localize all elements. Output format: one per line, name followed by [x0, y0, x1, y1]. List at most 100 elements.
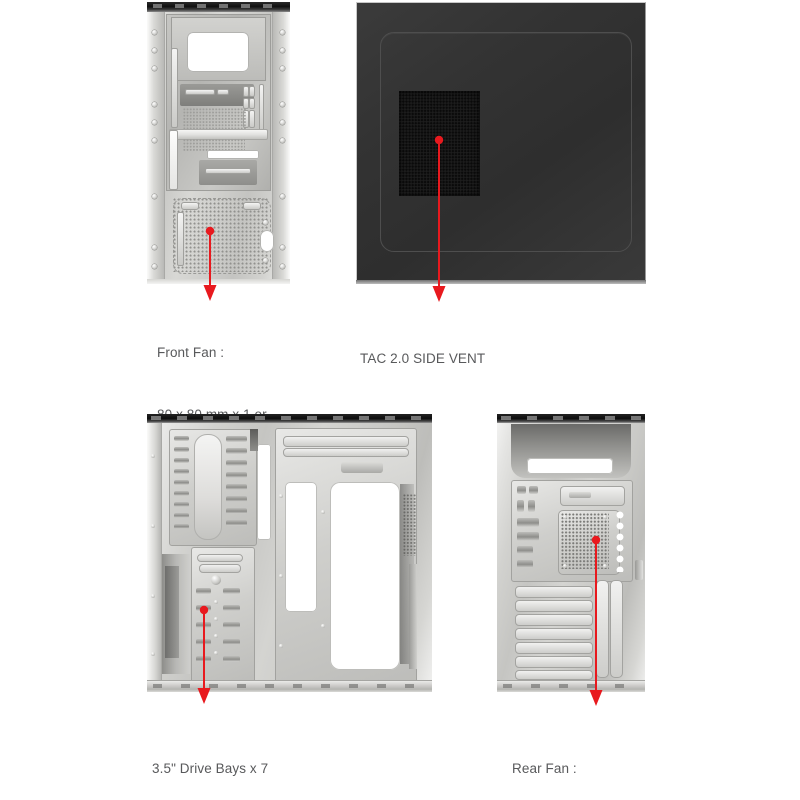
hdd-bay-slot — [196, 622, 211, 628]
expansion-slot-cover — [515, 670, 593, 680]
tray-cable-cutout — [285, 482, 317, 612]
hdd-bay-thumb-hole — [211, 575, 221, 585]
callout-tac-side-vent-line-1: TAC 2.0 SIDE VENT — [360, 351, 486, 366]
hdd-bay-rail — [199, 564, 241, 573]
fan-mount-tab — [243, 202, 261, 210]
chassis-top-rail — [147, 414, 432, 423]
cage-louver — [226, 472, 247, 478]
chassis-bottom-rail — [497, 680, 645, 692]
callout-drive-bays: 3.5" Drive Bays x 7 (External x 2 / Inte… — [152, 718, 313, 800]
cable-channel — [171, 48, 178, 128]
tac-side-vent-mesh — [399, 91, 480, 196]
tray-handle-tab — [341, 462, 383, 473]
chassis-top-rail — [497, 414, 645, 423]
front-panel-recess-inner — [165, 566, 179, 658]
chassis-right-column — [272, 12, 290, 280]
io-connector — [517, 560, 533, 568]
rivet — [151, 454, 155, 458]
hdd-bay-slot — [223, 605, 240, 611]
cage-louver — [226, 448, 247, 454]
callout-drive-bays-line-1: 3.5" Drive Bays x 7 — [152, 761, 269, 776]
callout-front-fan-line-1: Front Fan : — [157, 345, 225, 360]
tray-top-rail-2 — [283, 448, 409, 457]
hdd-bay-slot — [196, 656, 211, 662]
rivet — [214, 617, 218, 621]
hdd-bay-slot — [223, 622, 240, 628]
fan-screw — [563, 515, 567, 519]
optical-bay-cutout — [207, 150, 259, 159]
cage-louver — [226, 520, 247, 526]
rivet — [152, 48, 157, 53]
callout-tac-side-vent: TAC 2.0 SIDE VENT — [360, 308, 485, 411]
io-shield-tab — [569, 492, 591, 498]
fan-screw — [603, 515, 607, 519]
front-fan-mesh-plate — [173, 198, 269, 272]
leader-arrowhead — [203, 285, 217, 301]
cage-louver — [174, 447, 189, 452]
cage-louver — [174, 502, 189, 507]
rear-round-vent-column — [615, 510, 627, 572]
cage-louver — [226, 508, 247, 514]
leader-arrowhead — [432, 286, 446, 302]
psu-opening — [527, 458, 613, 474]
cage-louver — [174, 524, 189, 529]
expansion-slot-cover — [515, 586, 593, 598]
rivet — [152, 264, 157, 269]
side-vent-slot — [249, 110, 255, 128]
hdd-bay-slot — [223, 639, 240, 645]
rear-fan-mesh — [561, 513, 609, 569]
fan-screw — [603, 564, 607, 568]
expansion-slot-cover — [515, 614, 593, 626]
pc-case-interior-side-photo — [147, 414, 432, 692]
internal-mesh-panel — [183, 139, 245, 151]
drive-cage-slot — [185, 89, 215, 95]
rivet — [280, 102, 285, 107]
rivet — [152, 194, 157, 199]
rivet — [280, 245, 285, 250]
expansion-slot-cover — [515, 600, 593, 612]
expansion-slot-cover — [515, 628, 593, 640]
cage-louver — [174, 458, 189, 463]
fan-mount-tab — [181, 202, 199, 210]
chassis-left-column — [147, 12, 165, 280]
io-connector — [517, 518, 539, 527]
rear-slot-cover-column — [409, 564, 417, 669]
pc-case-front-interior-photo — [147, 2, 290, 284]
cage-louver — [226, 496, 247, 502]
rivet — [214, 651, 218, 655]
cage-louver — [174, 491, 189, 496]
side-vent-slot — [243, 86, 249, 97]
side-panel-latch — [635, 560, 643, 580]
hdd-bay-slot — [196, 639, 211, 645]
tray-cpu-cutout — [330, 482, 400, 670]
pc-case-rear-photo — [497, 414, 645, 692]
rivet — [280, 194, 285, 199]
hdd-bay-rail — [197, 554, 243, 562]
pc-case-side-panel-photo — [356, 2, 646, 284]
expansion-slot-cover — [515, 642, 593, 654]
fan-mount-tab — [177, 212, 184, 266]
rivet — [321, 624, 325, 628]
rivet — [321, 510, 325, 514]
side-rail — [259, 84, 264, 132]
hdd-bay-slot — [196, 588, 211, 594]
rivet — [152, 138, 157, 143]
rivet — [152, 30, 157, 35]
motherboard-cutout — [187, 32, 249, 72]
slot-retainer-bar — [596, 580, 609, 678]
rivet — [152, 120, 157, 125]
rivet — [151, 652, 155, 656]
cage-louver — [174, 436, 189, 441]
hdd-bay-slot — [223, 656, 240, 662]
side-panel-inset-bevel — [380, 32, 632, 252]
rivet — [280, 66, 285, 71]
rivet — [279, 574, 283, 578]
rivet — [280, 48, 285, 53]
side-vent-slot — [249, 98, 255, 109]
rivet — [151, 594, 155, 598]
hdd-bay-slot — [223, 588, 240, 594]
rivet — [152, 245, 157, 250]
fan-screw — [563, 564, 567, 568]
io-connector — [517, 546, 533, 554]
rivet — [280, 120, 285, 125]
